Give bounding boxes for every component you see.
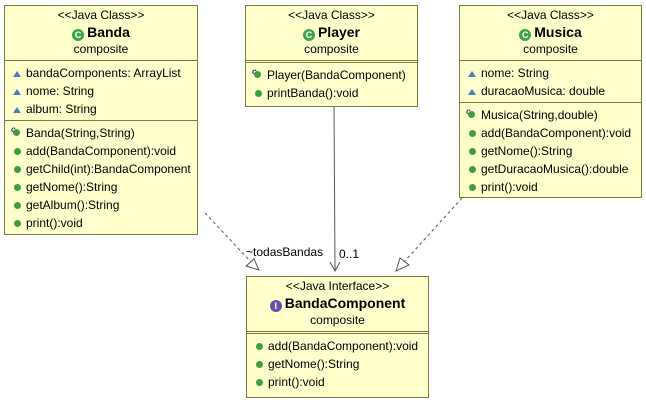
public-dot-icon [468,130,476,137]
musica-realization-line [403,197,463,263]
package-triangle-icon [13,89,21,95]
public-dot-icon [255,361,263,368]
public-dot-icon [255,343,263,350]
banda-method[interactable]: print():void [5,214,197,232]
banda-method[interactable]: getAlbum():String [5,196,197,214]
banda-component-method[interactable]: print():void [247,373,428,391]
public-dot-icon [255,379,263,386]
player-constructor[interactable]: cPlayer(BandaComponent) [246,66,417,84]
banda-component-operations: add(BandaComponent):void getNome():Strin… [247,331,428,393]
banda-package: composite [73,42,129,56]
player-association-arrowhead [329,261,341,273]
constructor-icon: c [11,125,23,137]
association-role-label: ~todasBandas [246,245,324,259]
musica-constructor[interactable]: cMusica(String,double) [460,106,641,124]
banda-method[interactable]: add(BandaComponent):void [5,142,197,160]
musica-method[interactable]: getNome():String [460,142,641,160]
public-dot-icon [13,148,21,155]
banda-component-method[interactable]: add(BandaComponent):void [247,337,428,355]
musica-stereotype: <<Java Class>> [507,8,594,22]
association-multiplicity-label: 0..1 [339,247,360,261]
public-dot-icon [13,202,21,209]
banda-class-name: Banda [87,24,130,40]
musica-operations: cMusica(String,double) add(BandaComponen… [460,102,641,198]
banda-stereotype: <<Java Class>> [57,8,145,22]
public-dot-icon [254,90,262,97]
musica-method[interactable]: print():void [460,178,641,196]
player-operations: cPlayer(BandaComponent) printBanda():voi… [246,60,417,104]
banda-attributes: bandaComponents: ArrayList nome: String … [5,60,197,120]
interface-i-icon: I [269,300,282,312]
musica-attributes: nome: String duracaoMusica: double [460,60,641,102]
musica-realization-arrowhead [395,257,410,272]
musica-method[interactable]: getDuracaoMusica():double [460,160,641,178]
banda-component-package: composite [310,313,365,327]
public-dot-icon [13,184,21,191]
banda-operations: cBanda(String,String) add(BandaComponent… [5,120,197,234]
banda-component-stereotype: <<Java Interface>> [285,279,390,293]
banda-constructor[interactable]: cBanda(String,String) [5,124,197,142]
constructor-icon: c [466,107,478,119]
banda-realization-line [204,212,253,264]
public-dot-icon [468,166,476,173]
package-triangle-icon [468,89,476,95]
banda-component-name: BandaComponent [284,295,406,311]
musica-attribute[interactable]: nome: String [460,64,641,82]
constructor-icon: c [252,67,264,79]
banda-component-method[interactable]: getNome():String [247,355,428,373]
public-dot-icon [13,166,21,173]
package-triangle-icon [468,71,476,77]
class-c-icon: C [302,29,315,41]
package-triangle-icon [13,107,21,113]
banda-method[interactable]: getChild(int):BandaComponent [5,160,197,178]
player-method[interactable]: printBanda():void [246,84,417,102]
player-class-name: Player [317,24,361,40]
class-c-icon: C [72,29,85,41]
musica-attribute[interactable]: duracaoMusica: double [460,82,641,100]
public-dot-icon [13,220,21,227]
musica-method[interactable]: add(BandaComponent):void [460,124,641,142]
player-stereotype: <<Java Class>> [288,8,375,22]
banda-attribute[interactable]: album: String [5,100,197,118]
banda-attribute[interactable]: nome: String [5,82,197,100]
musica-class-name: Musica [534,24,582,40]
musica-package: composite [523,42,578,56]
class-c-icon: C [519,29,532,41]
player-association-line [333,105,336,271]
banda-realization-arrowhead [244,258,260,271]
public-dot-icon [468,184,476,191]
public-dot-icon [468,148,476,155]
banda-attribute[interactable]: bandaComponents: ArrayList [5,64,197,82]
package-triangle-icon [13,71,21,77]
banda-method[interactable]: getNome():String [5,178,197,196]
player-package: composite [304,42,359,56]
